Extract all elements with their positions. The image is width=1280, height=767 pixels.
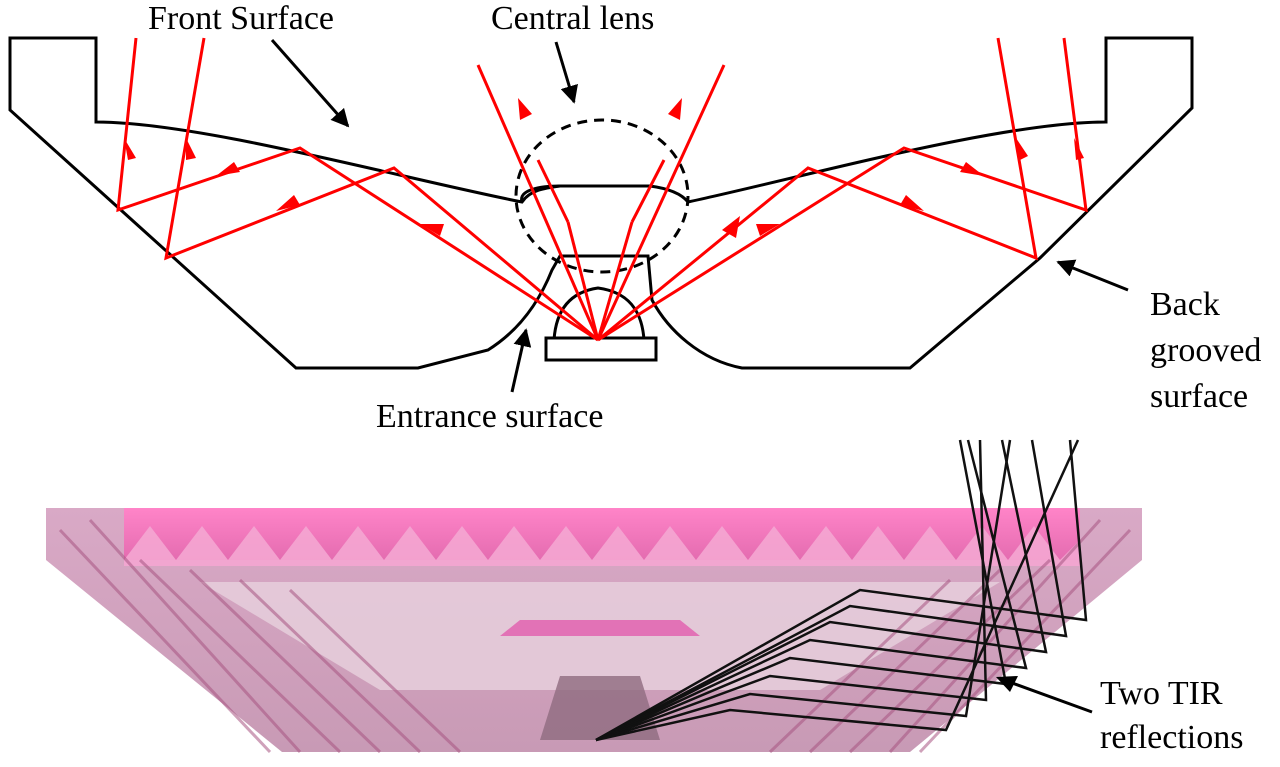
front-surface-label: Front Surface [148, 0, 335, 37]
back-label-line1: Back [1150, 286, 1220, 323]
central-lens-outline [514, 118, 690, 274]
cross-section-diagram [8, 36, 1194, 393]
central-cap [500, 620, 700, 636]
groove-teeth [124, 526, 1080, 566]
tir-ray-bundle [595, 439, 1088, 742]
ray-arrowheads [124, 98, 1084, 238]
tir-label-line1: Two TIR [1100, 675, 1223, 712]
tir-arrow-head [996, 676, 1018, 692]
tir-label-line2: reflections [1100, 719, 1244, 756]
entrance-surface-label: Entrance surface [376, 398, 604, 435]
back-label-line3: surface [1150, 378, 1249, 415]
annotation-arrows [270, 39, 1129, 393]
back-grooved-surface-label: Back grooved surface [1150, 282, 1261, 420]
tir-reflections-label: Two TIR reflections [1100, 672, 1244, 760]
back-label-line2: grooved [1150, 332, 1262, 369]
central-lens-label: Central lens [491, 0, 655, 37]
ray-paths [116, 37, 1088, 342]
tir-arrow [1003, 678, 1093, 714]
